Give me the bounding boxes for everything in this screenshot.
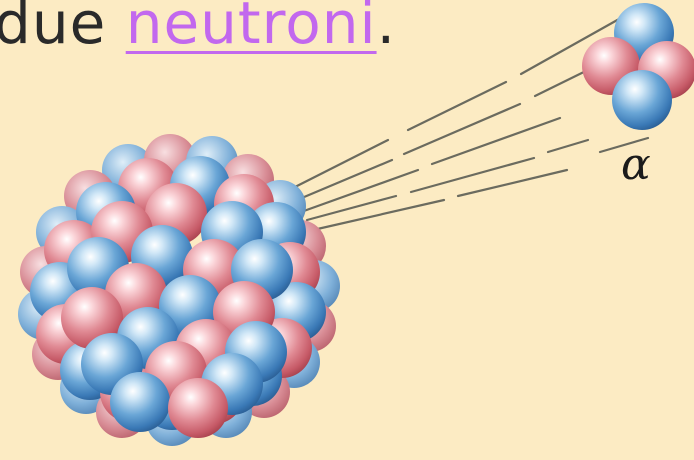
motion-line	[408, 82, 506, 130]
motion-line	[313, 200, 444, 230]
motion-line	[404, 104, 520, 154]
motion-line	[307, 196, 396, 220]
alpha-symbol: α	[621, 139, 651, 191]
neutron-sphere	[110, 372, 170, 432]
motion-line	[432, 118, 560, 164]
alpha-particle	[582, 3, 694, 130]
motion-line	[411, 158, 534, 192]
nucleus	[18, 134, 340, 446]
motion-line	[548, 140, 588, 152]
proton-sphere	[168, 378, 228, 438]
alpha-neutron-bottom	[612, 70, 672, 130]
